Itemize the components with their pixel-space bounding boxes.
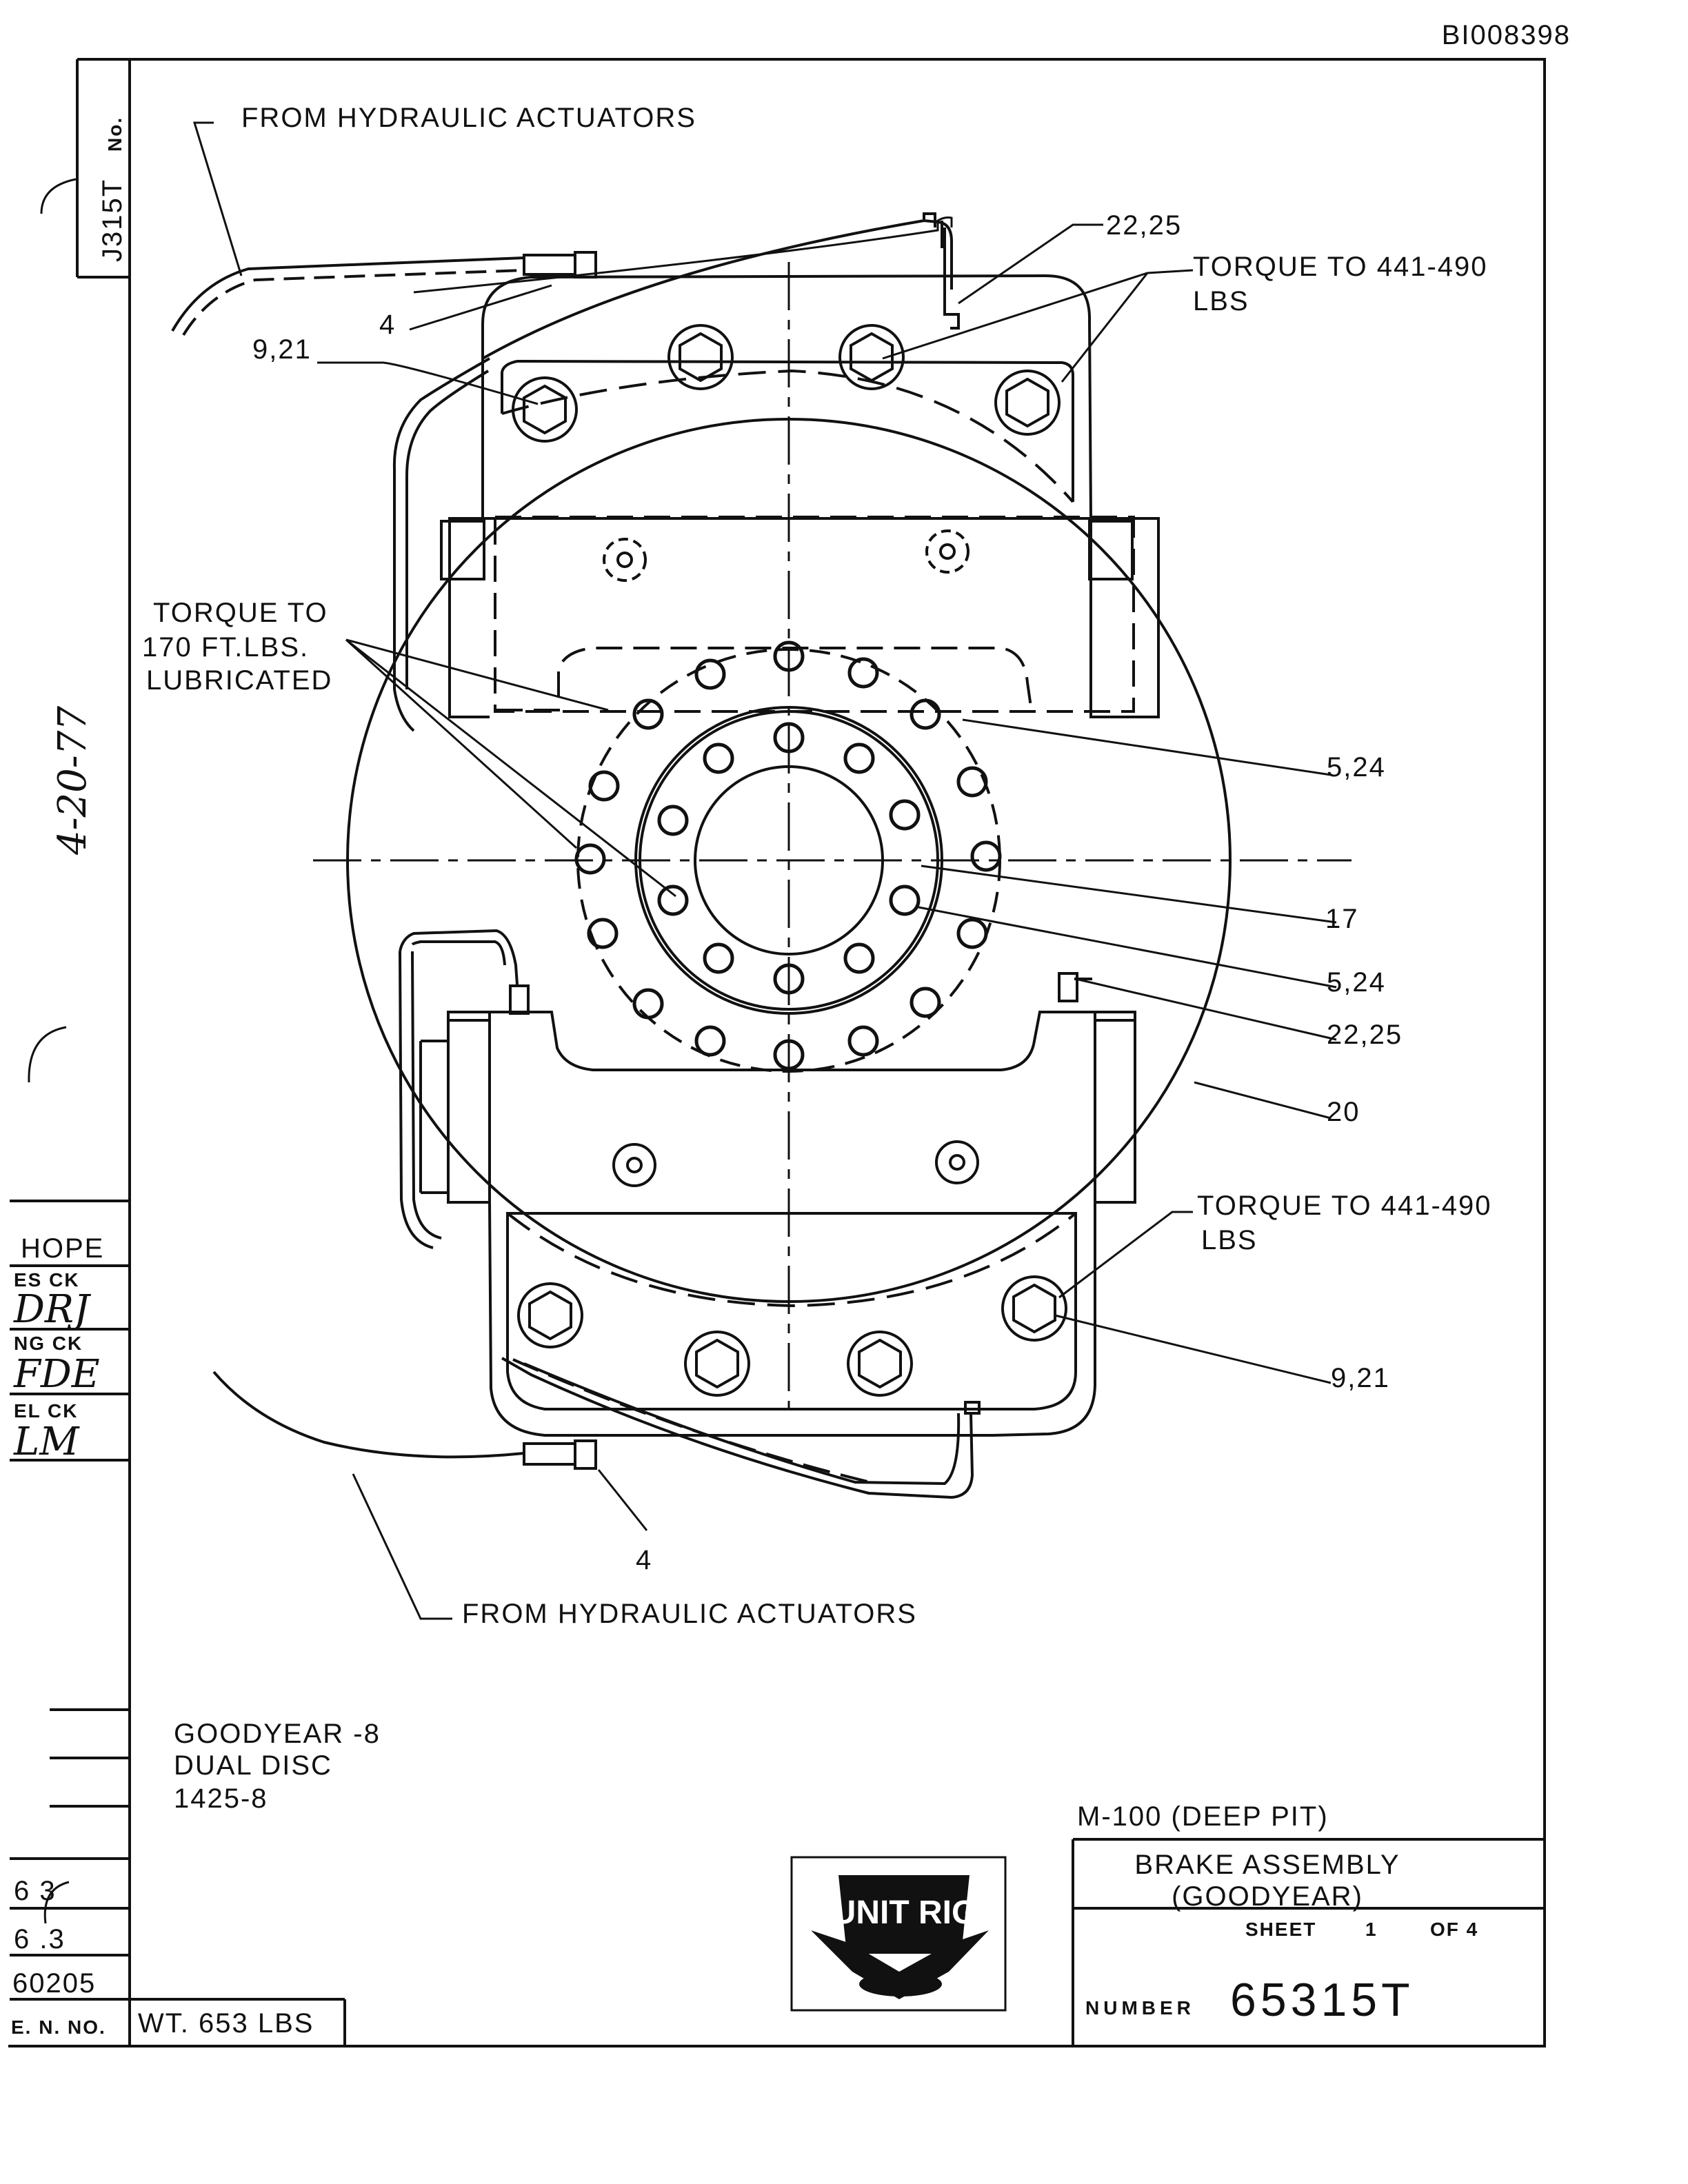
callout-ref-4-bottom: 4: [636, 1545, 652, 1575]
title-block: [790, 1838, 1545, 2046]
weight-label: WT. 653 LBS: [138, 2008, 314, 2039]
sidebar-hope: HOPE: [21, 1233, 104, 1264]
title-line2: (GOODYEAR): [1172, 1881, 1363, 1912]
svg-text:UNIT RIG: UNIT RIG: [832, 1894, 978, 1931]
sheet-label: SHEET: [1245, 1919, 1316, 1940]
handwritten-date: 4-20-77: [50, 706, 95, 856]
piston-fittings: [603, 529, 979, 1187]
top-caliper-bolts: [512, 324, 1061, 443]
callout-ref-9-21-top: 9,21: [252, 334, 312, 365]
spec-note-line3: 1425-8: [174, 1783, 268, 1814]
callout-ref-4-top: 4: [379, 310, 396, 340]
bottom-caliper-bolts: [517, 1275, 1067, 1397]
unit-rig-logo: UNIT RIG: [811, 1875, 989, 1999]
callout-torque-top-2: LBS: [1193, 286, 1249, 316]
punch-hole-mark: [28, 1026, 67, 1083]
outer-bolt-holes: [574, 640, 1002, 1071]
hydraulic-line-bottom: [212, 929, 1092, 1499]
sidebar-el-ck-label: EL CK: [14, 1400, 79, 1422]
callout-ref-22-25-top: 22,25: [1106, 210, 1182, 241]
callout-ref-17: 17: [1325, 904, 1359, 934]
callout-torque-left-1: TORQUE TO: [153, 598, 328, 628]
leader-lines: [192, 121, 1337, 1620]
sidebar-eng-no: E. N. NO.: [11, 2016, 106, 2038]
callout-torque-left-3: LUBRICATED: [146, 665, 332, 696]
bottom-caliper: [419, 1011, 1136, 1437]
sidebar-row3: 60205: [12, 1968, 96, 1999]
sidebar-row2: 6 .3: [14, 1924, 66, 1954]
sidebar-el-ck-value: LM: [13, 1419, 80, 1464]
callout-ref-5-24-a: 5,24: [1327, 752, 1386, 782]
top-caliper: [440, 274, 1160, 718]
hub-bore: [694, 765, 884, 956]
callout-ref-5-24-b: 5,24: [1327, 967, 1386, 998]
sheet-border: [8, 58, 1546, 2048]
callout-ref-22-25-mid: 22,25: [1327, 1020, 1403, 1050]
callout-torque-top-1: TORQUE TO 441-490: [1193, 252, 1488, 282]
callout-torque-bottom-1: TORQUE TO 441-490: [1197, 1191, 1492, 1221]
hydraulic-line-top: [171, 212, 960, 732]
number-label: NUMBER: [1085, 1997, 1195, 2019]
inner-bolt-holes: [657, 722, 921, 995]
spec-note-line2: DUAL DISC: [174, 1750, 332, 1781]
spec-note-line1: GOODYEAR -8: [174, 1719, 381, 1749]
sidebar-es-ck-label: ES CK: [14, 1269, 80, 1291]
callout-hydraulic-bottom: FROM HYDRAULIC ACTUATORS: [462, 1599, 917, 1629]
sheet-of: OF 4: [1430, 1919, 1478, 1940]
sidebar-row1: 6 3: [14, 1876, 57, 1906]
callout-ref-20: 20: [1327, 1097, 1360, 1127]
callout-torque-bottom-2: LBS: [1201, 1225, 1258, 1255]
callout-torque-left-2: 170 FT.LBS.: [142, 632, 309, 663]
sidebar-es-ck-value: DRJ: [13, 1287, 92, 1332]
callout-hydraulic-top: FROM HYDRAULIC ACTUATORS: [241, 103, 696, 133]
callout-ref-9-21-bottom: 9,21: [1331, 1363, 1390, 1393]
drawing-number: 65315T: [1230, 1974, 1414, 2026]
punch-hole-mark: [40, 178, 77, 214]
sheet-number: 1: [1365, 1919, 1378, 1940]
document-id: BI008398: [1442, 20, 1571, 50]
title-line1: BRAKE ASSEMBLY: [1134, 1850, 1400, 1880]
model-label: M-100 (DEEP PIT): [1077, 1801, 1329, 1832]
sidebar-boxes: [10, 1200, 346, 2046]
sidebar-ng-ck-value: FDE: [13, 1352, 100, 1397]
side-drawing-number: J315T: [97, 179, 128, 262]
hub-outer: [634, 706, 943, 1015]
side-drawing-number-prefix: No.: [104, 117, 125, 152]
sidebar-ng-ck-label: NG CK: [14, 1333, 83, 1354]
